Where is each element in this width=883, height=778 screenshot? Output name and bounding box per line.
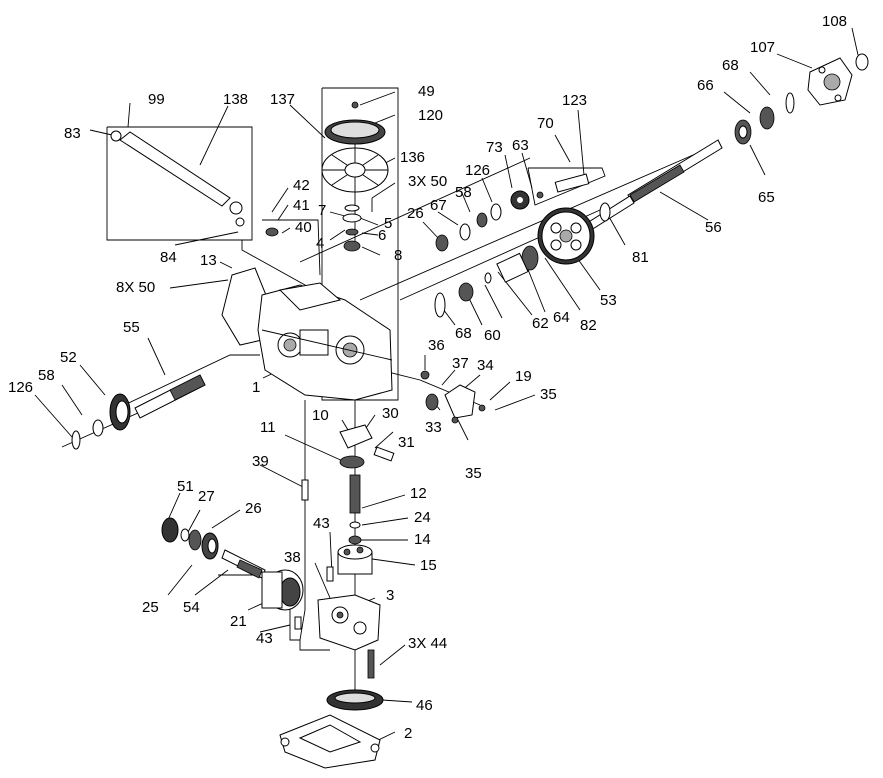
label-11: 11 [260,419,276,436]
label-46: 46 [416,697,433,714]
label-68: 68 [455,325,472,342]
label-52: 52 [60,349,77,366]
label-62: 62 [532,315,549,332]
label-15: 15 [420,557,437,574]
label-43: 43 [313,515,330,532]
label-39: 39 [252,453,269,470]
label-3x50: 3X 50 [408,173,447,190]
label-66: 66 [697,77,714,94]
label-55: 55 [123,319,140,336]
fan-136 [321,147,389,193]
label-120: 120 [418,107,443,124]
label-6: 6 [378,227,386,244]
label-2: 2 [404,725,412,742]
label-53: 53 [600,292,617,309]
label-42: 42 [293,177,310,194]
label-73: 73 [486,139,503,156]
label-126: 126 [465,162,490,179]
label-4: 4 [316,235,324,252]
label-81: 81 [632,249,649,266]
label-43: 43 [256,630,273,647]
parts [71,53,869,769]
label-64: 64 [553,309,570,326]
label-137: 137 [270,91,295,108]
motor-21 [261,569,304,611]
callout-labels: 108 107 68 66 65 56 81 123 70 73 63 126 … [8,13,847,742]
label-136: 136 [400,149,425,166]
label-30: 30 [382,405,399,422]
label-67: 67 [430,197,447,214]
label-49: 49 [418,83,435,100]
label-3: 3 [386,587,394,604]
block-15 [337,544,373,575]
label-14: 14 [414,531,431,548]
label-138: 138 [223,91,248,108]
label-31: 31 [398,434,415,451]
label-51: 51 [177,478,194,495]
label-12: 12 [410,485,427,502]
label-84: 84 [160,249,177,266]
label-54: 54 [183,599,200,616]
label-24: 24 [414,509,431,526]
label-37: 37 [452,355,469,372]
label-82: 82 [580,317,597,334]
label-40: 40 [295,219,312,236]
label-33: 33 [425,419,442,436]
label-58: 58 [455,184,472,201]
center-section-3 [317,594,381,651]
label-25: 25 [142,599,159,616]
label-65: 65 [758,189,775,206]
label-41: 41 [293,197,310,214]
label-21: 21 [230,613,247,630]
label-58: 58 [38,367,55,384]
leader-lines [34,27,859,746]
label-27: 27 [198,488,215,505]
sump-2 [279,714,381,769]
label-123: 123 [562,92,587,109]
label-107: 107 [750,39,775,56]
label-26: 26 [407,205,424,222]
label-34: 34 [477,357,494,374]
label-56: 56 [705,219,722,236]
label-13: 13 [200,252,217,269]
label-35: 35 [465,465,482,482]
label-35: 35 [540,386,557,403]
label-3x44: 3X 44 [408,635,447,652]
hub-107 [807,53,869,106]
label-68: 68 [722,57,739,74]
label-8: 8 [394,247,402,264]
housing-1 [257,282,393,401]
label-7: 7 [318,202,326,219]
label-99: 99 [148,91,165,108]
label-70: 70 [537,115,554,132]
label-108: 108 [822,13,847,30]
label-5: 5 [384,215,392,232]
label-60: 60 [484,327,501,344]
gear-53 [537,207,595,265]
label-1: 1 [252,379,260,396]
label-63: 63 [512,137,529,154]
label-8x50: 8X 50 [116,279,155,296]
label-19: 19 [515,368,532,385]
label-83: 83 [64,125,81,142]
label-38: 38 [284,549,301,566]
label-26: 26 [245,500,262,517]
label-36: 36 [428,337,445,354]
label-10: 10 [312,407,329,424]
label-126: 126 [8,379,33,396]
tube-138 [110,130,245,227]
